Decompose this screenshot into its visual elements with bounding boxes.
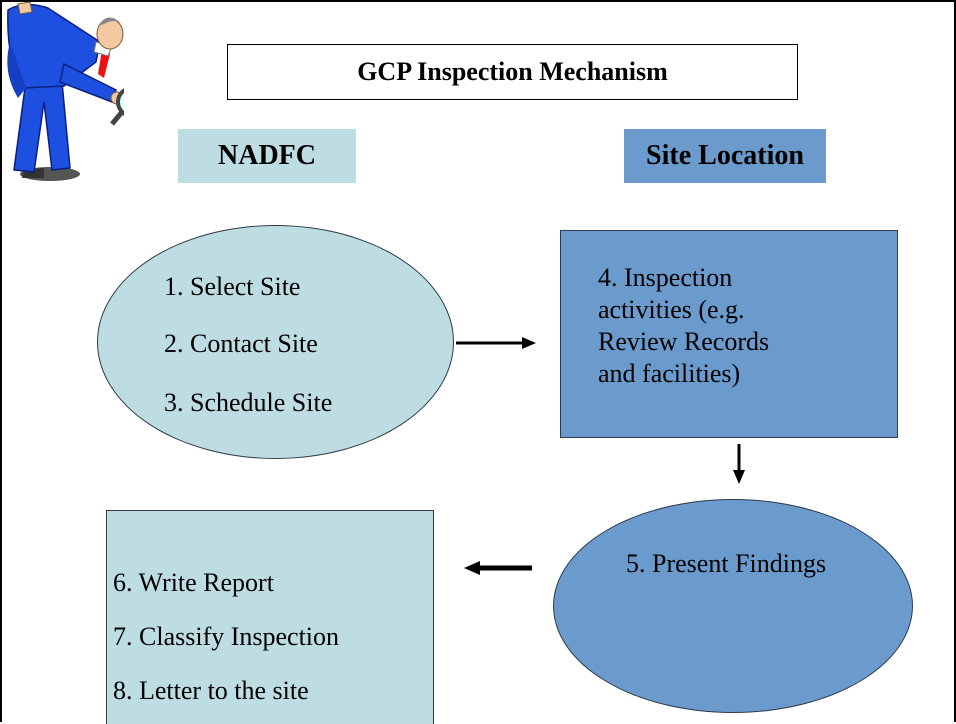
step-select-site: 1. Select Site <box>164 272 301 301</box>
step-contact-site: 2. Contact Site <box>164 329 318 358</box>
step-letter-to-site: 8. Letter to the site <box>113 676 309 705</box>
nadfc-label: NADFC <box>178 129 356 183</box>
step-schedule-site: 3. Schedule Site <box>164 388 333 417</box>
inspection-line-2: activities (e.g. <box>598 295 745 324</box>
detective-magnifier-icon <box>7 2 124 181</box>
diagram-title: GCP Inspection Mechanism <box>227 44 798 100</box>
report-steps-box <box>106 510 434 724</box>
arrow-left-icon <box>464 561 532 575</box>
arrow-down-icon <box>733 444 745 484</box>
inspection-line-4: and facilities) <box>598 359 741 388</box>
site-location-label: Site Location <box>624 129 826 183</box>
findings-label: 5. Present Findings <box>626 549 827 578</box>
inspection-line-1: 4. Inspection <box>598 263 733 292</box>
nadfc-steps-ellipse <box>97 225 454 459</box>
inspection-line-3: Review Records <box>598 327 770 356</box>
present-findings-ellipse <box>553 499 913 713</box>
arrow-right-icon <box>456 337 536 349</box>
step-classify-inspection: 7. Classify Inspection <box>113 622 340 651</box>
inspection-activities-box <box>560 230 898 438</box>
step-write-report: 6. Write Report <box>113 568 274 597</box>
